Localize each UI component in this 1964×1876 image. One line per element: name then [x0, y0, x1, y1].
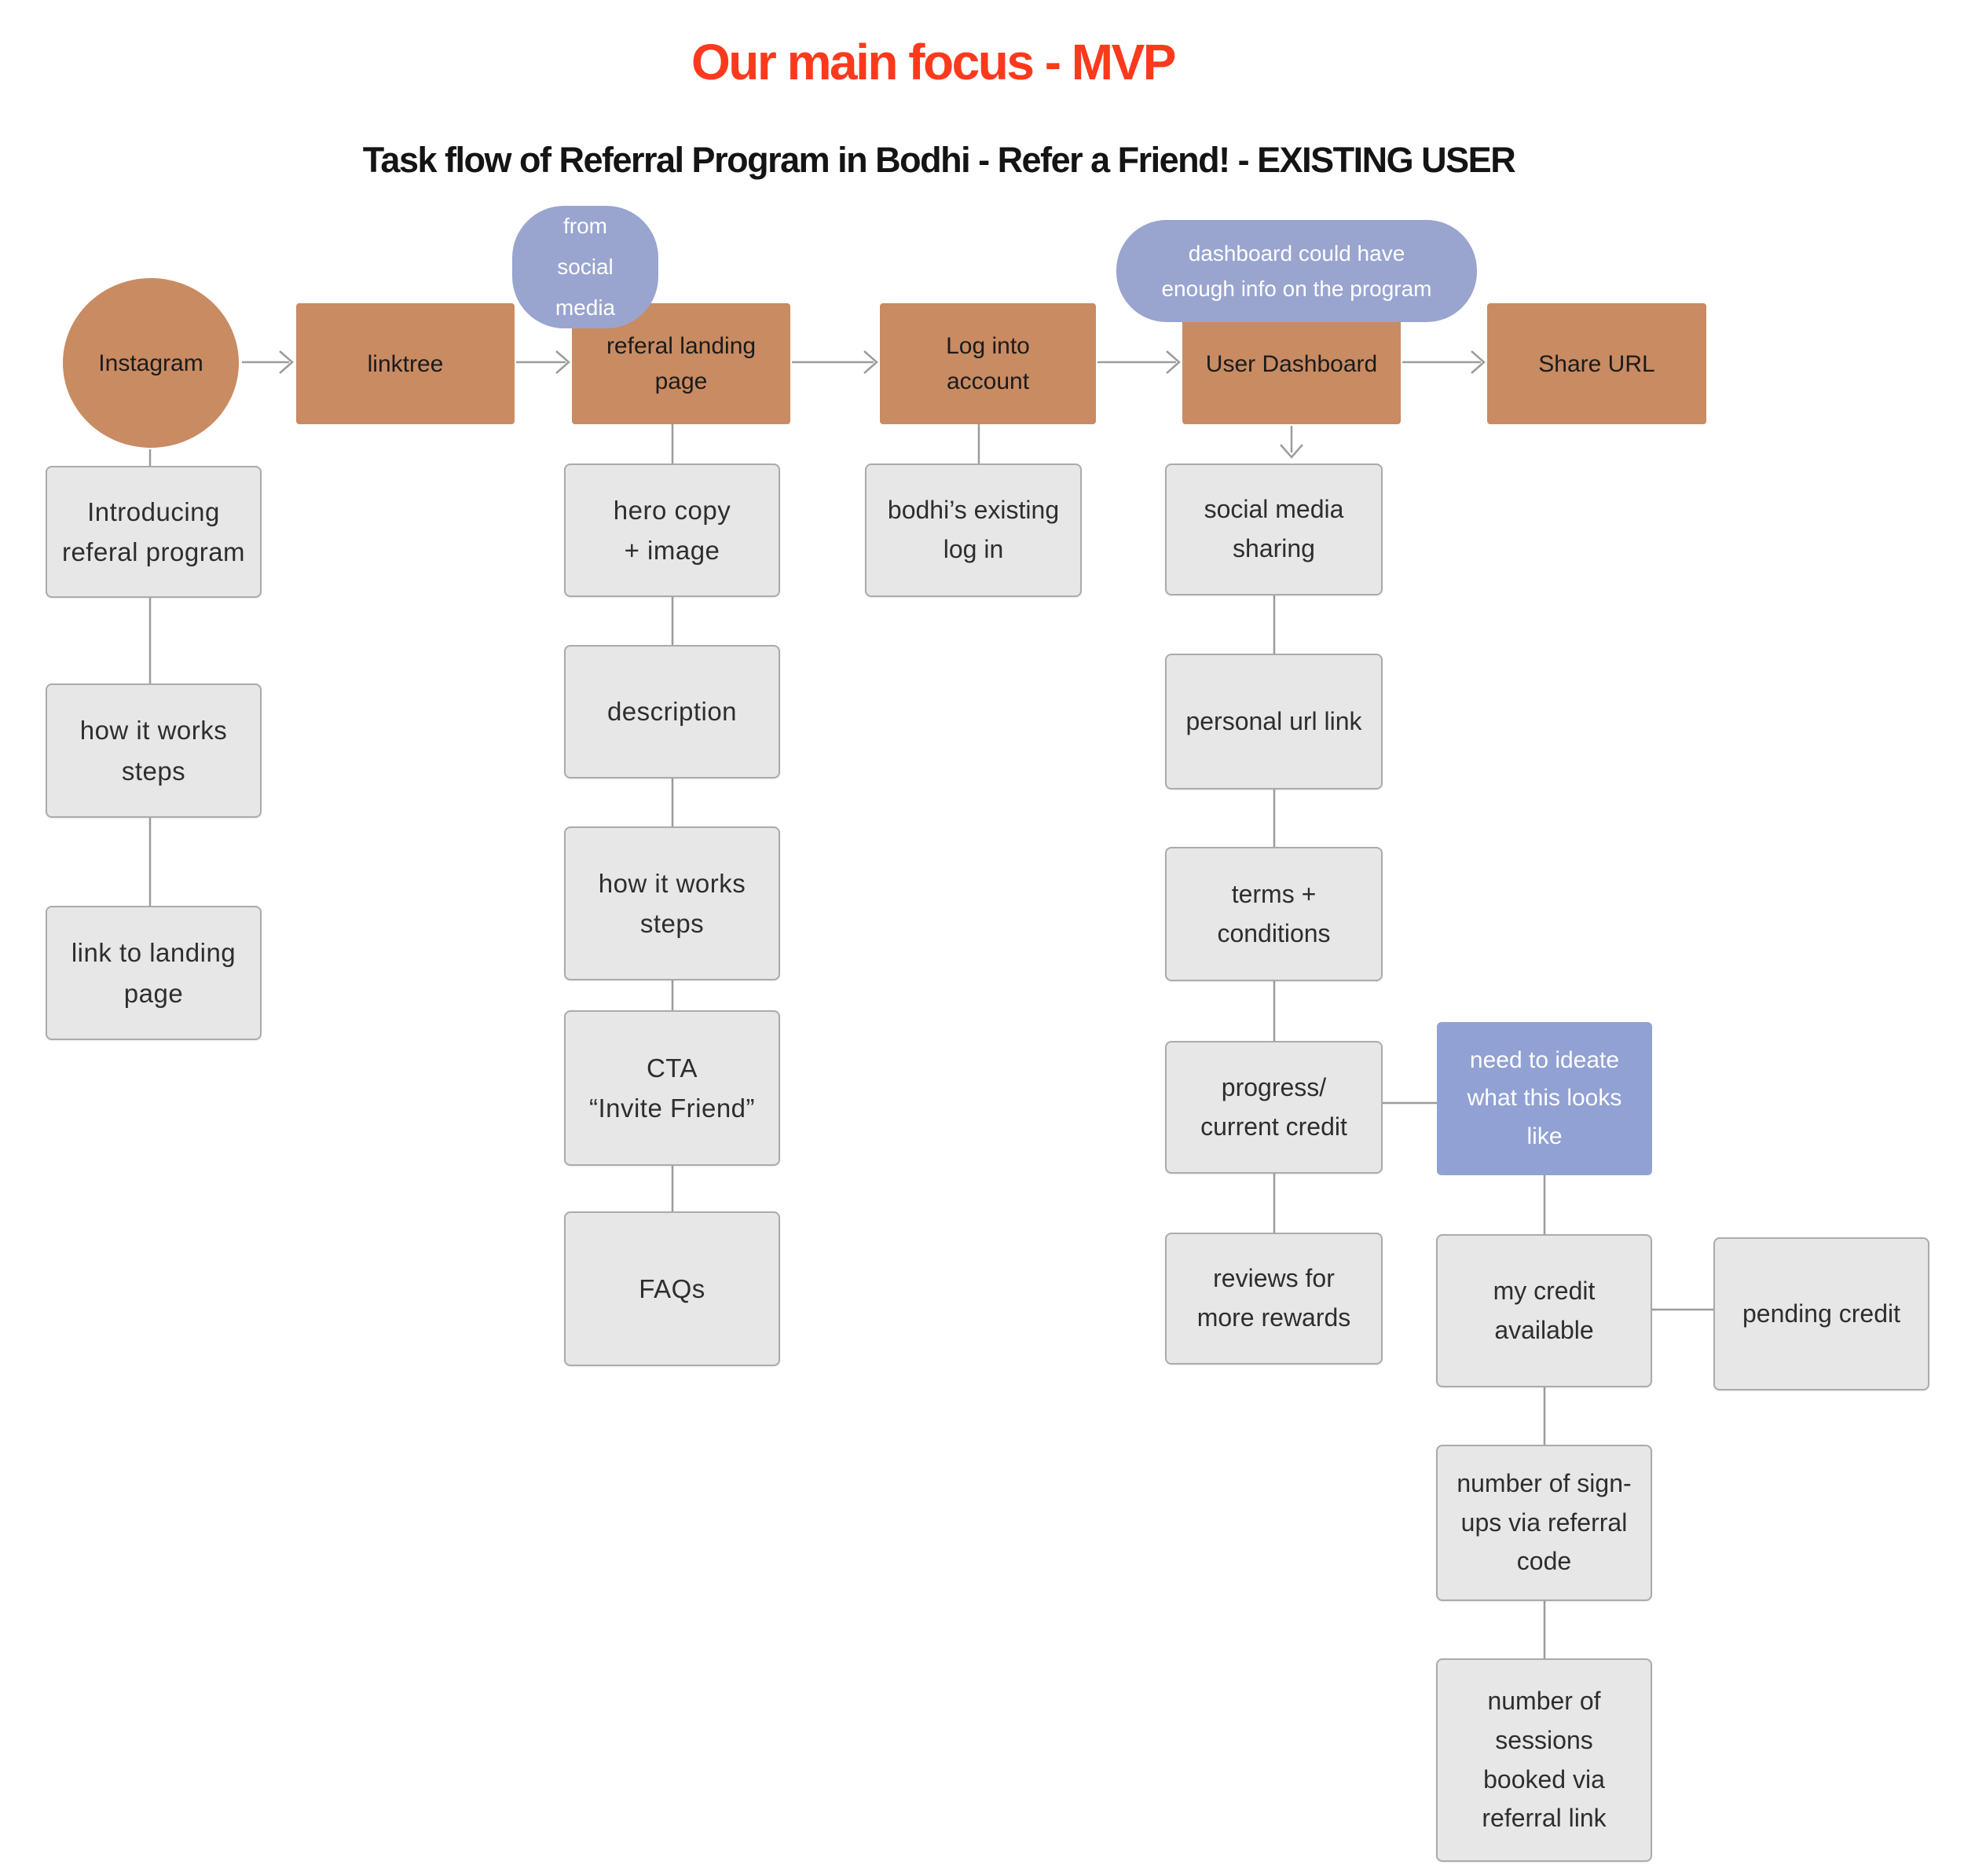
- card-label: CTA “Invite Friend”: [588, 1053, 756, 1123]
- card-link-to-landing-page[interactable]: link to landing page: [46, 906, 262, 1040]
- card-label: how it works steps: [79, 716, 228, 786]
- card-label: description: [606, 697, 738, 727]
- card-description[interactable]: description: [564, 645, 780, 779]
- card-my-credit-available[interactable]: my credit available: [1436, 1234, 1652, 1387]
- card-label: hero copy + image: [613, 495, 731, 565]
- page-title: Our main focus - MVP: [691, 34, 1176, 90]
- card-label: my credit available: [1493, 1276, 1596, 1344]
- card-social-media-sharing[interactable]: social media sharing: [1165, 464, 1383, 595]
- flow-node-label: Log into account: [946, 333, 1030, 394]
- flow-node-user-dashboard[interactable]: User Dashboard: [1182, 303, 1401, 424]
- card-label: bodhi’s existing log in: [887, 496, 1060, 563]
- card-label: progress/ current credit: [1200, 1072, 1347, 1141]
- card-pending-credit[interactable]: pending credit: [1713, 1237, 1929, 1391]
- card-label: Introducing referal program: [61, 496, 246, 566]
- card-personal-url-link[interactable]: personal url link: [1165, 654, 1383, 790]
- card-label: link to landing page: [71, 938, 236, 1008]
- flow-node-label: User Dashboard: [1205, 350, 1378, 377]
- card-label: pending credit: [1742, 1299, 1901, 1328]
- page-subtitle: Task flow of Referral Program in Bodhi -…: [362, 140, 1516, 180]
- card-terms-conditions[interactable]: terms + conditions: [1165, 847, 1383, 981]
- flow-node-label: referal landing page: [606, 333, 757, 394]
- flow-node-share-url[interactable]: Share URL: [1487, 303, 1706, 424]
- card-label: terms + conditions: [1217, 879, 1331, 947]
- flow-node-label: Instagram: [98, 350, 203, 376]
- card-label: FAQs: [639, 1273, 705, 1303]
- annotation-label: from social media: [555, 214, 616, 320]
- card-how-it-works-steps-1[interactable]: how it works steps: [46, 683, 262, 818]
- card-how-it-works-steps-2[interactable]: how it works steps: [564, 826, 780, 980]
- flow-node-linktree[interactable]: linktree: [296, 303, 515, 424]
- card-label: how it works steps: [598, 868, 746, 938]
- card-label: number of sign- ups via referral code: [1457, 1469, 1632, 1576]
- card-label: social media sharing: [1204, 495, 1344, 562]
- flow-node-label: linktree: [367, 350, 444, 377]
- annotation-label: dashboard could have enough info on the …: [1161, 240, 1432, 301]
- flow-node-log-into-account[interactable]: Log into account: [880, 303, 1096, 424]
- card-bodhis-existing-log-in[interactable]: bodhi’s existing log in: [865, 464, 1082, 597]
- card-introducing-referral-program[interactable]: Introducing referal program: [46, 466, 262, 598]
- annotation-need-to-ideate[interactable]: need to ideate what this looks like: [1437, 1022, 1652, 1175]
- card-label: reviews for more rewards: [1196, 1264, 1351, 1332]
- card-label: personal url link: [1185, 706, 1362, 735]
- annotation-label: need to ideate what this looks like: [1467, 1046, 1622, 1149]
- card-hero-copy-image[interactable]: hero copy + image: [564, 464, 780, 597]
- card-label: number of sessions booked via referral l…: [1482, 1687, 1607, 1833]
- card-faqs[interactable]: FAQs: [564, 1211, 780, 1366]
- flow-node-instagram[interactable]: Instagram: [63, 278, 239, 448]
- card-sessions-booked-via-referral-link[interactable]: number of sessions booked via referral l…: [1436, 1658, 1652, 1862]
- card-signups-via-referral-code[interactable]: number of sign- ups via referral code: [1436, 1445, 1652, 1601]
- annotation-from-social-media[interactable]: from social media: [512, 206, 658, 328]
- card-cta-invite-friend[interactable]: CTA “Invite Friend”: [564, 1010, 780, 1166]
- card-reviews-for-more-rewards[interactable]: reviews for more rewards: [1165, 1233, 1383, 1365]
- annotation-dashboard-info[interactable]: dashboard could have enough info on the …: [1116, 220, 1477, 322]
- flow-node-label: Share URL: [1538, 350, 1655, 377]
- card-progress-current-credit[interactable]: progress/ current credit: [1165, 1041, 1383, 1174]
